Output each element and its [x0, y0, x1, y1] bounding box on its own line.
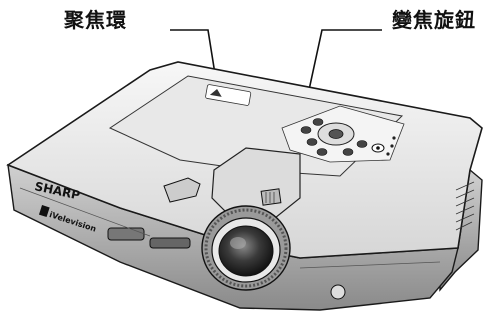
indicator-light [390, 144, 394, 148]
control-button [306, 138, 318, 146]
front-button [163, 177, 201, 203]
front-groove [19, 187, 151, 237]
control-button [316, 148, 328, 156]
top-logo [205, 84, 252, 106]
zoom-knob-label: 變焦旋鈕 [392, 8, 476, 32]
control-button [312, 118, 324, 126]
zoom-knob [260, 188, 282, 206]
control-button [300, 126, 312, 134]
control-panel [281, 105, 405, 163]
indicator-light [392, 136, 396, 140]
control-button [356, 140, 368, 148]
lens [211, 217, 281, 283]
dpad-icon [317, 122, 355, 146]
power-icon [371, 143, 385, 153]
control-button [342, 148, 354, 156]
side-vent [455, 181, 475, 231]
front-groove [299, 261, 441, 269]
focus-ring-label: 聚焦環 [64, 8, 127, 32]
front-foot [107, 227, 145, 241]
ir-sensor [330, 284, 346, 300]
front-foot [149, 237, 191, 249]
indicator-light [386, 152, 390, 156]
